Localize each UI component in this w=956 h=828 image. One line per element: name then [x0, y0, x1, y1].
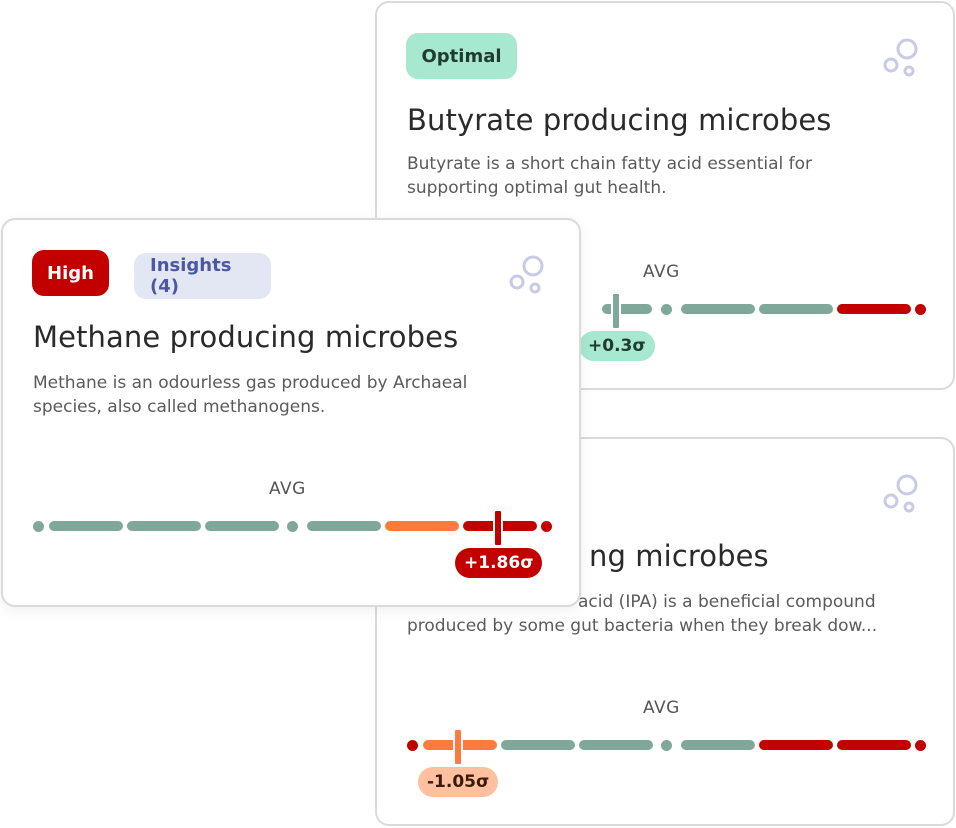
methane-card[interactable]: High Insights (4) Methane producing micr…: [1, 218, 581, 607]
sigma-badge: -1.05σ: [418, 767, 499, 797]
sigma-badge: +0.3σ: [579, 331, 655, 361]
avg-label: AVG: [269, 479, 306, 499]
card-description-line1: acid (IPA) is a beneficial compound: [578, 592, 876, 612]
card-description-line2: produced by some gut bacteria when they …: [407, 616, 878, 636]
scale-end-dot: [915, 304, 926, 315]
bubbles-icon: [509, 255, 544, 294]
scale-end-dot: [541, 521, 552, 532]
card-title: Methane producing microbes: [33, 320, 459, 354]
avg-dot: [661, 304, 672, 315]
sigma-badge: +1.86σ: [455, 548, 543, 578]
scale-segment: [385, 521, 459, 531]
card-title: ng microbes: [589, 539, 769, 573]
scale-segment: [579, 740, 653, 750]
sigma-scale: [407, 728, 926, 773]
scale-segment: [681, 740, 755, 750]
card-description: Methane is an odourless gas produced by …: [33, 373, 468, 417]
scale-segment: [602, 304, 652, 314]
card-title: Butyrate producing microbes: [407, 103, 832, 137]
scale-end-dot: [915, 740, 926, 751]
insights-button[interactable]: Insights (4): [134, 253, 271, 299]
status-badge-optimal: Optimal: [406, 33, 517, 79]
scale-segment: [127, 521, 201, 531]
scale-segment: [49, 521, 123, 531]
scale-end-dot: [407, 740, 418, 751]
status-badge-high: High: [32, 250, 109, 296]
scale-segment: [759, 304, 833, 314]
score-marker: [611, 292, 621, 330]
scale-segment: [837, 304, 911, 314]
scale-segment: [681, 304, 755, 314]
bubbles-icon: [883, 38, 918, 77]
score-marker: [493, 509, 503, 547]
avg-label: AVG: [643, 262, 680, 282]
score-marker: [453, 728, 463, 766]
bubbles-icon: [883, 474, 918, 513]
scale-segment: [759, 740, 833, 750]
scale-segment: [205, 521, 279, 531]
avg-dot: [661, 740, 672, 751]
card-description: Butyrate is a short chain fatty acid ess…: [407, 154, 813, 198]
scale-segment: [501, 740, 575, 750]
avg-label: AVG: [643, 698, 680, 718]
scale-segment: [837, 740, 911, 750]
sigma-scale: [407, 292, 926, 337]
scale-end-dot: [33, 521, 44, 532]
avg-dot: [287, 521, 298, 532]
sigma-scale: [33, 509, 552, 554]
scale-segment: [307, 521, 381, 531]
